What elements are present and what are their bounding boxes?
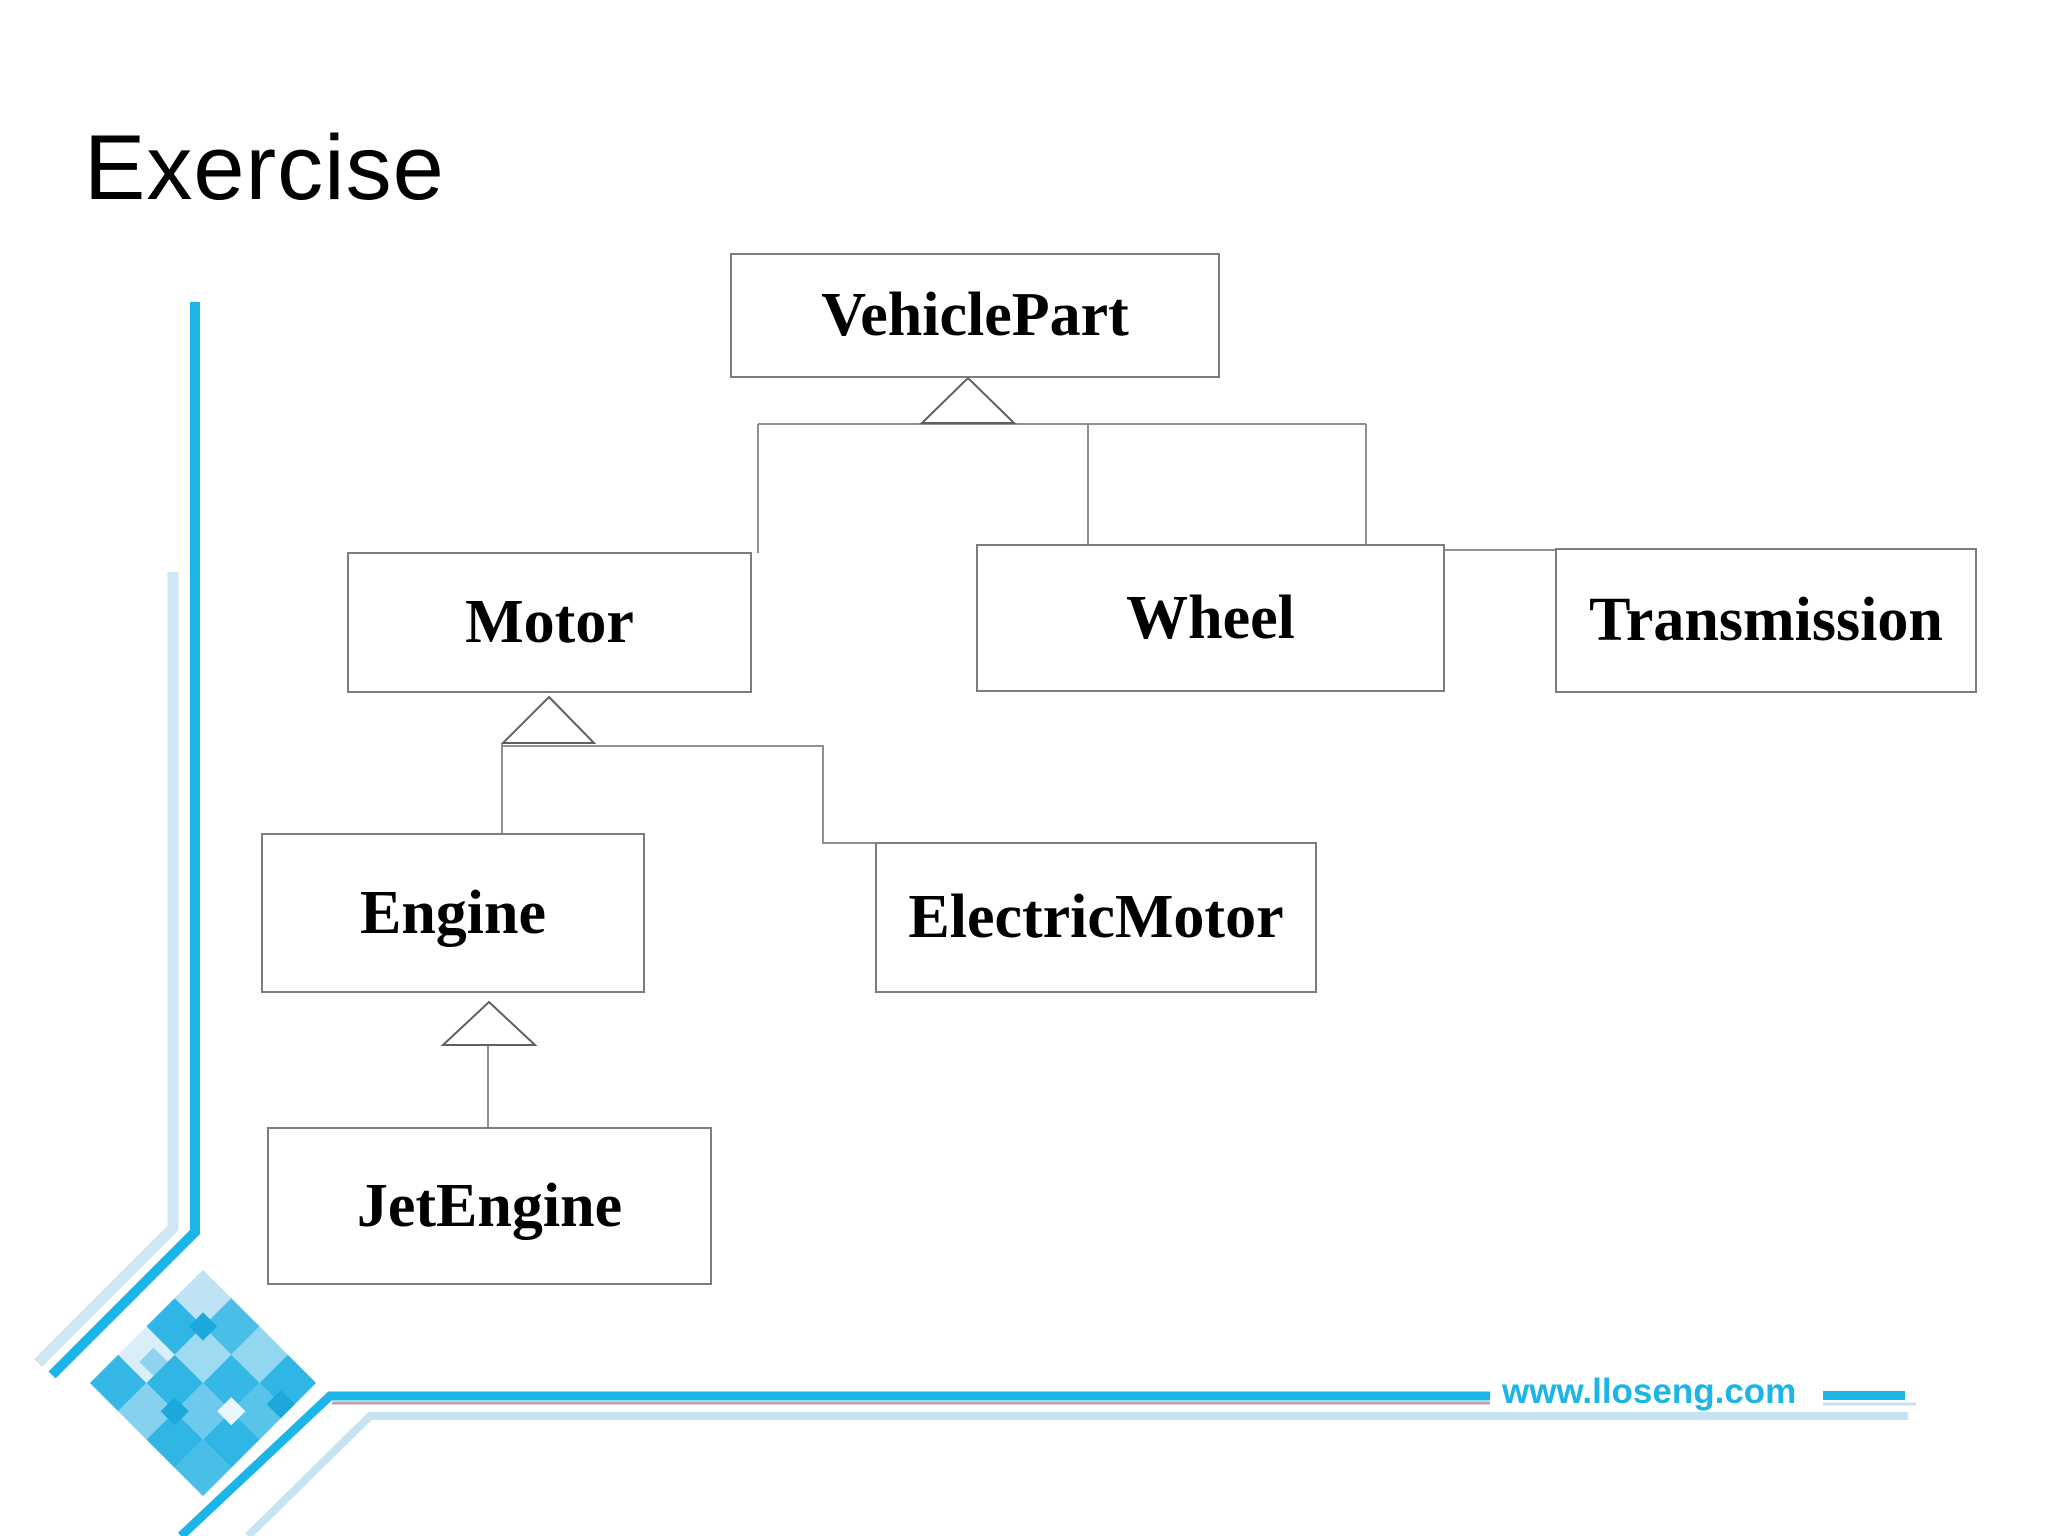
class-label-engine: Engine [359, 878, 547, 947]
left-accent-line-pale [34, 572, 179, 1367]
class-box-vehiclepart: VehiclePart [730, 253, 1220, 378]
connector-to-transmission [1365, 424, 1560, 551]
class-box-wheel: Wheel [976, 544, 1445, 692]
class-box-engine: Engine [261, 833, 645, 993]
class-label-jetengine: JetEngine [356, 1171, 623, 1240]
lloseng-logo-diamond [89, 1269, 317, 1497]
slide-title: Exercise [84, 117, 445, 219]
class-label-transmission: Transmission [1589, 586, 1943, 654]
footer-url-link[interactable]: www.lloseng.com [1502, 1372, 1797, 1411]
class-label-vehiclepart: VehiclePart [821, 281, 1129, 349]
inheritance-triangle-motor [500, 695, 597, 744]
bottom-accent-line-pale [245, 1412, 1908, 1536]
class-label-electricmotor: ElectricMotor [908, 883, 1284, 951]
inheritance-triangle-engine [440, 1000, 538, 1046]
class-label-wheel: Wheel [1126, 583, 1295, 652]
class-box-transmission: Transmission [1555, 548, 1977, 693]
class-label-motor: Motor [465, 588, 634, 656]
class-box-motor: Motor [347, 552, 752, 693]
connector-to-electricmotor [502, 745, 877, 844]
inheritance-triangle-vehiclepart [919, 376, 1017, 424]
class-box-electricmotor: ElectricMotor [875, 842, 1317, 993]
footer-right-dash-cyan [1823, 1391, 1905, 1400]
left-accent-line-cyan [48, 302, 200, 1379]
bottom-accent-line-cyan [177, 1391, 1490, 1536]
class-box-jetengine: JetEngine [267, 1127, 712, 1285]
